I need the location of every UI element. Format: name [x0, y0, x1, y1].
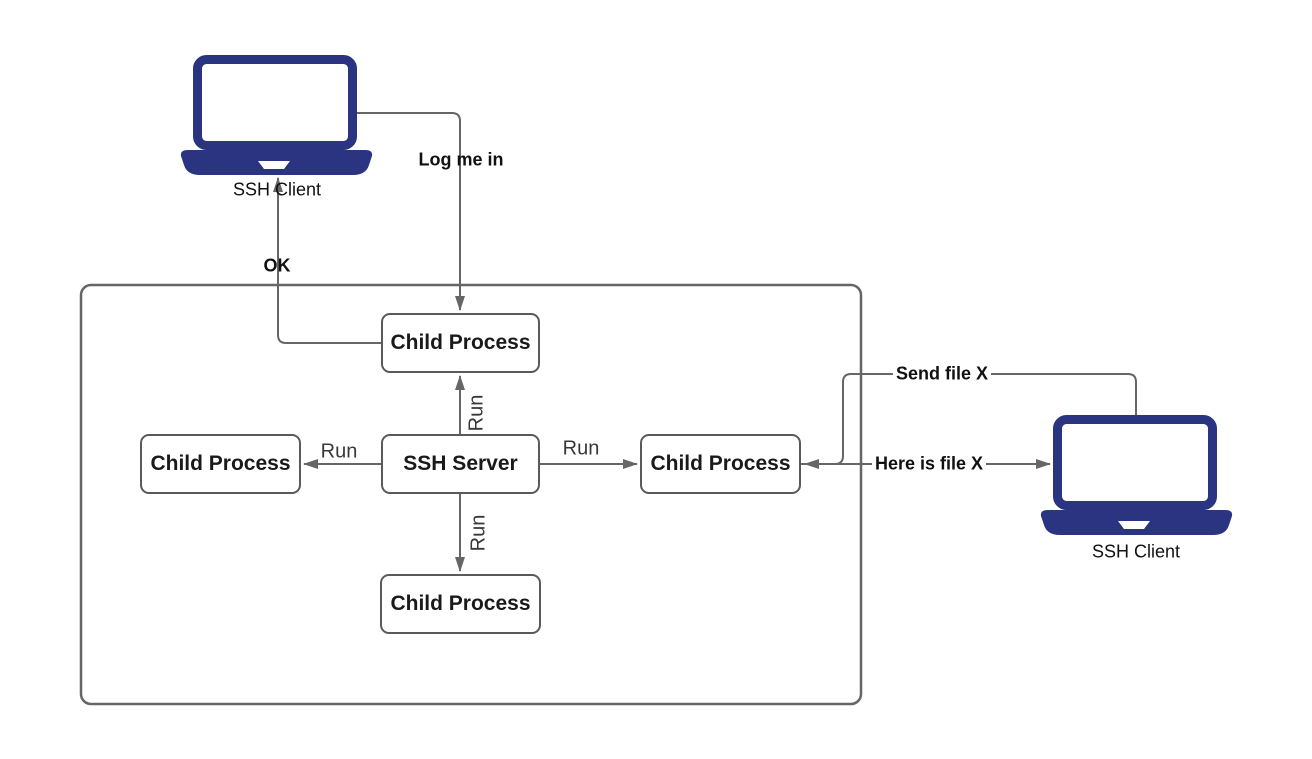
laptop-icon-left — [181, 60, 372, 176]
edge-ok — [273, 177, 381, 344]
node-child-process-top: Child Process — [381, 313, 540, 373]
label-ssh-client-left: SSH Client — [232, 179, 322, 200]
node-child-process-bottom: Child Process — [380, 574, 541, 634]
label-ssh-client-right: SSH Client — [1091, 541, 1181, 562]
label-log-me-in: Log me in — [418, 149, 504, 170]
label-run-left: Run — [320, 440, 358, 463]
label-run-down: Run — [467, 514, 490, 552]
label-run-up: Run — [465, 394, 488, 432]
label-run-right: Run — [562, 437, 600, 460]
node-child-process-left: Child Process — [140, 434, 301, 494]
laptop-icon-right — [1041, 420, 1232, 536]
edge-send-file — [804, 373, 1137, 469]
label-ok: OK — [263, 255, 291, 276]
node-child-process-right: Child Process — [640, 434, 801, 494]
server-boundary-box — [79, 283, 863, 706]
node-ssh-server: SSH Server — [381, 434, 540, 494]
label-here-is-file-x: Here is file X — [871, 453, 987, 475]
label-send-file-x: Send file X — [892, 363, 992, 385]
edge-log-me-in — [357, 112, 465, 311]
